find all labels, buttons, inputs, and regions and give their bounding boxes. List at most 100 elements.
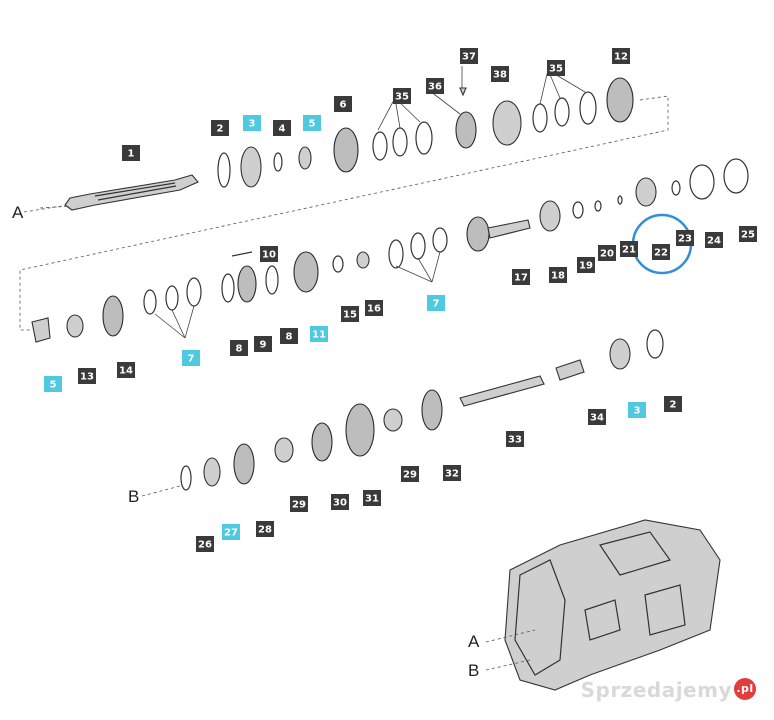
part-label-25: 25	[739, 226, 757, 242]
part-label-text: 11	[312, 330, 326, 341]
detent-37	[459, 87, 467, 97]
part-label-text: 3	[249, 119, 256, 130]
part-label-text: 29	[292, 500, 306, 511]
ring-20	[594, 200, 602, 212]
transmission-housing	[504, 519, 721, 691]
housing-b-connector	[485, 659, 531, 671]
part-label-21: 21	[620, 241, 638, 257]
part-label-text: 37	[462, 52, 476, 63]
part-label-text: 14	[119, 366, 133, 377]
part-label-text: 8	[236, 344, 243, 355]
part-label-text: 35	[549, 64, 563, 75]
bearing-22	[635, 177, 657, 207]
part-label-text: 27	[224, 528, 238, 539]
part-label-5: 5	[303, 115, 321, 131]
part-label-box	[588, 409, 606, 425]
part-label-text: 25	[741, 230, 755, 241]
synchro-ring-7f	[186, 277, 202, 307]
part-label-box	[628, 402, 646, 418]
part-label-box	[254, 336, 272, 352]
leaders-row2	[395, 251, 441, 283]
gear-32	[421, 389, 443, 431]
washer-4	[273, 152, 283, 172]
part-label-box	[547, 60, 565, 76]
part-label-24: 24	[705, 232, 723, 248]
part-label-26: 26	[196, 536, 214, 552]
part-label-box	[310, 326, 328, 342]
part-label-35: 35	[393, 88, 411, 104]
part-label-box	[577, 257, 595, 273]
part-label-text: 3	[634, 406, 641, 417]
ring-21	[617, 195, 623, 205]
letter-a-housing: A	[468, 632, 480, 651]
part-label-30: 30	[331, 494, 349, 510]
part-label-7: 7	[182, 350, 200, 366]
watermark-text: Sprzedajemy	[580, 678, 732, 702]
part-label-box	[443, 465, 461, 481]
part-label-box	[196, 536, 214, 552]
synchro-ring-7b	[410, 232, 426, 260]
part-label-text: 24	[707, 236, 721, 247]
shaft-17	[466, 216, 531, 252]
part-label-text: 15	[343, 310, 357, 321]
part-label-8: 8	[280, 328, 298, 344]
part-label-text: 12	[614, 52, 628, 63]
part-label-box	[652, 244, 670, 260]
part-label-19: 19	[577, 257, 595, 273]
part-label-box	[334, 96, 352, 112]
synchro-ring-35e	[554, 97, 570, 127]
leaders-row3	[154, 305, 195, 339]
watermark-suffix: .pl	[734, 678, 756, 700]
part-label-23: 23	[676, 230, 694, 246]
part-label-box	[427, 295, 445, 311]
part-label-box	[676, 230, 694, 246]
part-label-box	[739, 226, 757, 242]
part-label-14: 14	[117, 362, 135, 378]
part-label-22: 22	[652, 244, 670, 260]
part-label-box	[117, 362, 135, 378]
part-label-31: 31	[363, 490, 381, 506]
housing-a-connector	[485, 629, 536, 643]
part-label-box	[512, 269, 530, 285]
part-label-box	[365, 300, 383, 316]
part-label-box	[341, 306, 359, 322]
part-label-9: 9	[254, 336, 272, 352]
part-label-text: 1	[128, 149, 135, 160]
part-label-text: 30	[333, 498, 347, 509]
snap-ring-8b	[265, 265, 279, 295]
part-label-10: 10	[260, 246, 278, 262]
part-label-box	[280, 328, 298, 344]
part-label-box	[243, 115, 261, 131]
part-label-box	[506, 431, 524, 447]
part-label-box	[612, 48, 630, 64]
bushing-5	[298, 146, 312, 170]
main-shaft-1	[64, 174, 199, 211]
part-label-3: 3	[628, 402, 646, 418]
part-label-box	[331, 494, 349, 510]
part-label-18: 18	[549, 267, 567, 283]
bearing-3	[240, 146, 262, 188]
gear-11	[293, 251, 319, 293]
part-label-text: 7	[433, 299, 440, 310]
part-label-text: 34	[590, 413, 604, 424]
part-label-text: 28	[258, 525, 272, 536]
part-label-text: 21	[622, 245, 636, 256]
part-label-text: 38	[493, 70, 507, 81]
part-label-box	[303, 115, 321, 131]
bearing-3b	[609, 338, 631, 370]
part-label-box	[260, 246, 278, 262]
part-label-text: 35	[395, 92, 409, 103]
part-label-2: 2	[664, 396, 682, 412]
part-label-27: 27	[222, 524, 240, 540]
gear-14	[102, 295, 124, 337]
part-label-35: 35	[547, 60, 565, 76]
part-label-12: 12	[612, 48, 630, 64]
part-label-text: 17	[514, 273, 528, 284]
part-label-text: 9	[260, 340, 267, 351]
snap-ring-2	[217, 152, 231, 188]
part-label-box	[256, 521, 274, 537]
letter-a-shaft: A	[12, 203, 24, 222]
part-label-text: 22	[654, 248, 668, 259]
